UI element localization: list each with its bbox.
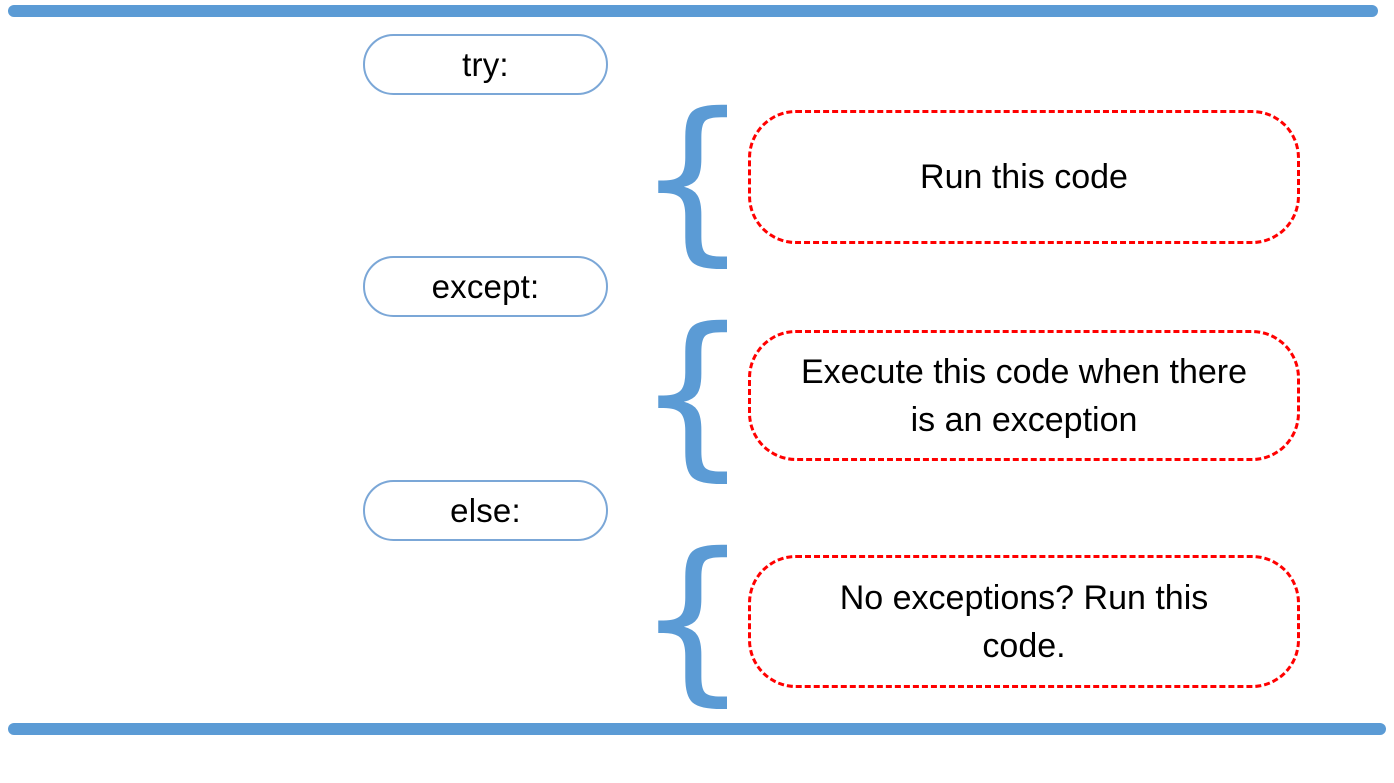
keyword-pill-except[interactable]: except: [363,256,608,317]
keyword-pill-else[interactable]: else: [363,480,608,541]
code-block-except[interactable]: Execute this code when there is an excep… [748,330,1300,461]
top-divider [8,5,1378,17]
bottom-divider [8,723,1386,735]
keyword-pill-else-label: else: [450,492,521,529]
curly-brace-icon-2: { [636,290,750,497]
code-block-else-text: No exceptions? Run this code. [839,578,1209,665]
code-block-try[interactable]: Run this code [748,110,1300,244]
code-block-except-text: Execute this code when there is an excep… [800,352,1248,439]
curly-brace-icon-1: { [636,75,750,282]
code-block-try-text: Run this code [920,158,1128,196]
curly-brace-icon-3: { [636,515,750,722]
keyword-pill-except-label: except: [431,268,540,305]
code-block-else[interactable]: No exceptions? Run this code. [748,555,1300,688]
keyword-pill-try[interactable]: try: [363,34,608,95]
keyword-pill-try-label: try: [462,46,509,83]
